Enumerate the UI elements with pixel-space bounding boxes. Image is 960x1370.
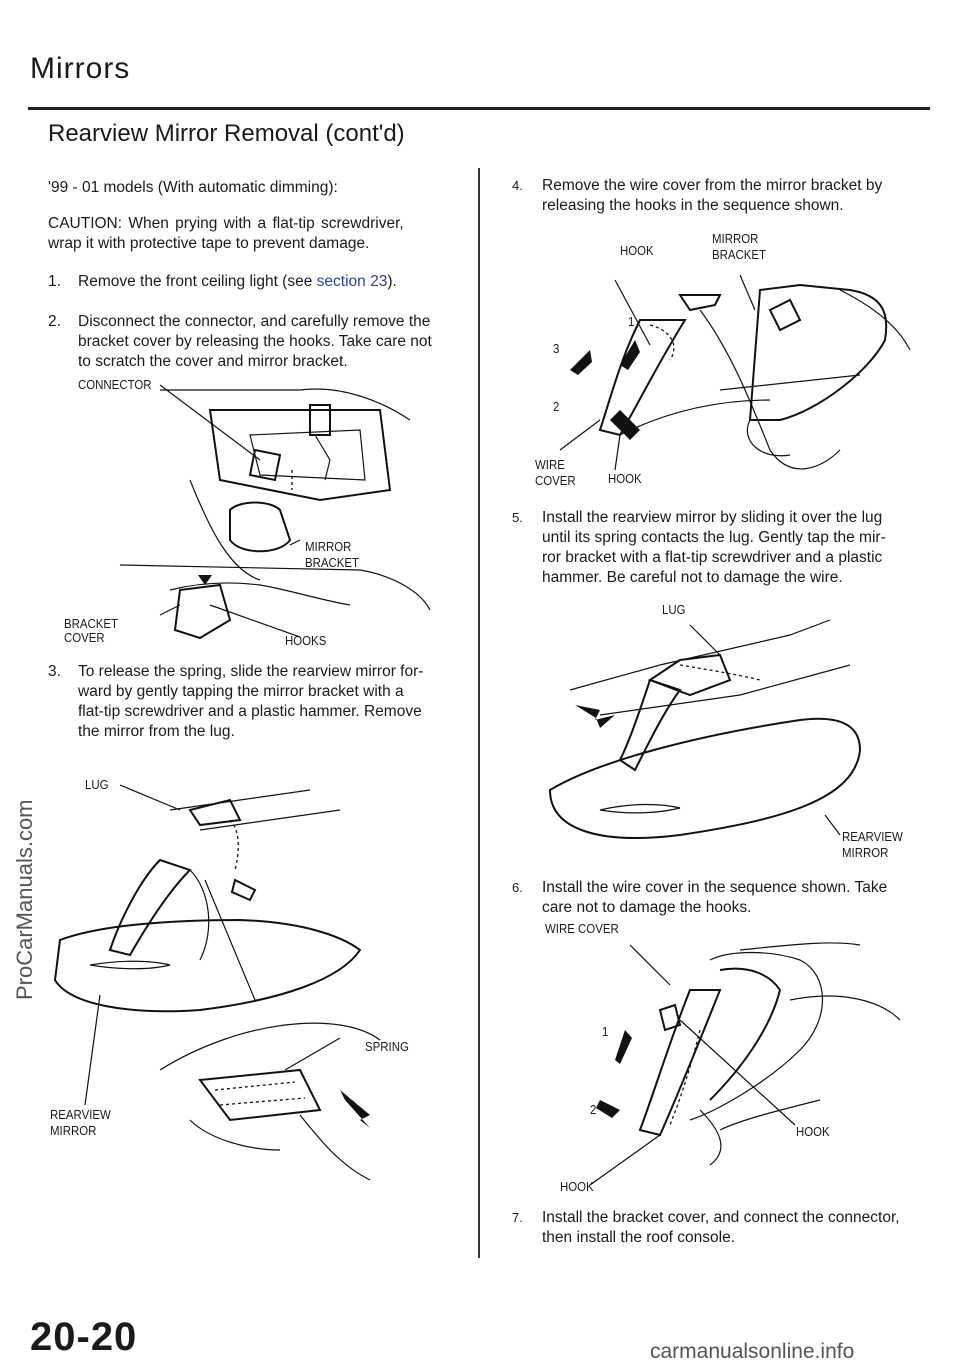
step-4-line-1: Remove the wire cover from the mirror br…: [542, 177, 883, 194]
step-2: 2. Disconnect the connector, and careful…: [48, 312, 468, 372]
caution-line-2: wrap it with protective tape to prevent …: [48, 235, 370, 252]
intro-text: '99 - 01 models (With automatic dimming)…: [48, 179, 338, 196]
wire-cover-label-r: WIRE COVER: [545, 921, 619, 936]
step-5: 5. Install the rearview mirror by slidin…: [512, 508, 922, 588]
step-3-line-2: ward by gently tapping the mirror bracke…: [78, 683, 404, 700]
sequence-1-marker: 1: [628, 314, 635, 329]
step-3-line-4: the mirror from the lug.: [78, 723, 235, 740]
step-5-line-4: hammer. Be careful not to damage the wir…: [542, 569, 843, 586]
step-1-text-after: ).: [387, 273, 397, 290]
mirror-bracket-label-r2: BRACKET: [712, 247, 767, 262]
step-3: 3. To release the spring, slide the rear…: [48, 662, 468, 742]
step-5-line-2: until its spring contacts the lug. Gentl…: [542, 529, 886, 546]
footer-site: carmanualsonline.info: [650, 1340, 855, 1363]
step-1-text: Remove the front ceiling light (see sect…: [78, 272, 397, 292]
hook-label-bottom: HOOK: [608, 471, 642, 486]
sequence-3-marker: 3: [553, 341, 560, 356]
step-1: 1. Remove the front ceiling light (see s…: [48, 272, 458, 292]
hook-label-bottom-r: HOOK: [560, 1179, 594, 1194]
step-6-line-2: care not to damage the hooks.: [542, 899, 752, 916]
sequence-2-marker: 2: [553, 399, 560, 414]
section-subtitle: Rearview Mirror Removal (cont'd): [48, 120, 405, 147]
column-divider: [478, 168, 480, 1258]
step-3-line-1: To release the spring, slide the rearvie…: [78, 663, 424, 680]
wire-cover-label-2: COVER: [535, 473, 576, 488]
rearview-mirror-label-r2: MIRROR: [842, 845, 889, 860]
spring-release-figure: [53, 784, 381, 1181]
lug-label-left: LUG: [85, 777, 109, 792]
step-3-number: 3.: [48, 663, 61, 680]
mirror-bracket-label-r1: MIRROR: [712, 231, 759, 246]
page-number: 20-20: [30, 1315, 138, 1359]
watermark: ProCarManuals.com: [12, 799, 37, 1000]
connector-bracket-figure: [119, 384, 431, 640]
step-5-line-3: ror bracket with a flat-tip screwdriver …: [542, 549, 883, 566]
step-5-number: 5.: [512, 510, 523, 525]
step-7: 7. Install the bracket cover, and connec…: [512, 1208, 932, 1248]
rearview-mirror-label-1: REARVIEW: [50, 1107, 111, 1122]
step-7-line-1: Install the bracket cover, and connect t…: [542, 1209, 900, 1226]
bracket-cover-label-2: COVER: [64, 630, 105, 645]
wire-cover-label-1: WIRE: [535, 457, 565, 472]
step-6-line-1: Install the wire cover in the sequence s…: [542, 879, 888, 896]
step-7-number: 7.: [512, 1210, 523, 1225]
wire-cover-install-figure: [589, 942, 901, 1186]
step-6-number: 6.: [512, 880, 523, 895]
step-3-line-3: flat-tip screwdriver and a plastic hamme…: [78, 703, 422, 720]
sequence-1-marker-r: 1: [602, 1024, 609, 1039]
hooks-label: HOOKS: [285, 633, 327, 648]
title-divider: [28, 107, 930, 110]
mirror-bracket-label-2: BRACKET: [305, 555, 360, 570]
step-7-line-2: then install the roof console.: [542, 1229, 736, 1246]
rearview-mirror-label-r1: REARVIEW: [842, 829, 903, 844]
hook-label-top: HOOK: [620, 243, 654, 258]
step-2-line-2: bracket cover by releasing the hooks. Ta…: [78, 333, 432, 350]
page-title: Mirrors: [30, 52, 131, 85]
step-4-line-2: releasing the hooks in the sequence show…: [542, 197, 844, 214]
sequence-2-marker-r: 2: [590, 1102, 597, 1117]
hook-label-right: HOOK: [796, 1124, 830, 1139]
connector-label: CONNECTOR: [78, 377, 152, 392]
step-2-number: 2.: [48, 313, 61, 330]
mirror-install-figure: [548, 619, 862, 839]
step-1-number: 1.: [48, 273, 61, 290]
lug-label-right: LUG: [662, 602, 686, 617]
caution-line-1: CAUTION: When prying with a flat-tip scr…: [48, 215, 404, 232]
section-23-link[interactable]: section 23: [316, 273, 388, 290]
step-4: 4. Remove the wire cover from the mirror…: [512, 176, 922, 216]
step-5-line-1: Install the rearview mirror by sliding i…: [542, 509, 883, 526]
spring-label: SPRING: [365, 1039, 409, 1054]
wire-cover-removal-figure: [559, 274, 911, 471]
step-2-line-1: Disconnect the connector, and carefully …: [78, 313, 431, 330]
step-6: 6. Install the wire cover in the sequenc…: [512, 878, 922, 918]
step-1-text-before: Remove the front ceiling light (see: [78, 273, 317, 290]
mirror-bracket-label-1: MIRROR: [305, 539, 352, 554]
bracket-cover-label-1: BRACKET: [64, 616, 119, 631]
step-4-number: 4.: [512, 178, 523, 193]
rearview-mirror-label-2: MIRROR: [50, 1123, 97, 1138]
step-2-line-3: to scratch the cover and mirror bracket.: [78, 353, 348, 370]
